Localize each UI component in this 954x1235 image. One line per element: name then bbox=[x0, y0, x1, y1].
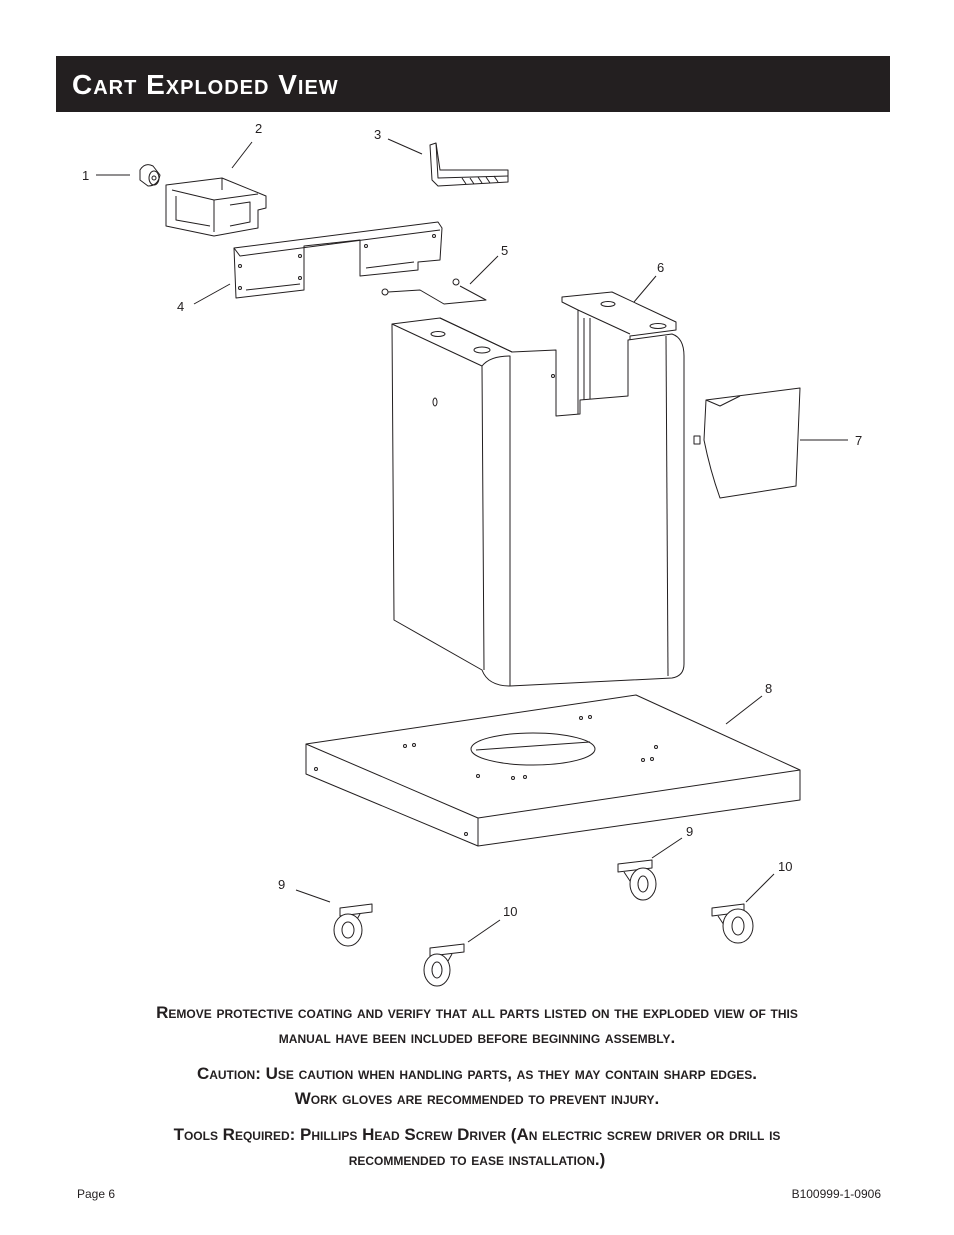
callout-4: 4 bbox=[177, 299, 184, 314]
part-2-bracket bbox=[165, 177, 267, 237]
caster-10-right bbox=[711, 903, 754, 944]
header-bar: Cart Exploded View bbox=[56, 56, 890, 112]
leader-9a bbox=[295, 889, 331, 903]
page-number: Page 6 bbox=[77, 1187, 116, 1201]
part-8-base bbox=[305, 694, 801, 847]
document-number: B100999-1-0906 bbox=[791, 1187, 881, 1201]
caster-9-left bbox=[333, 903, 373, 947]
leader-4 bbox=[193, 283, 231, 305]
part-7-panel bbox=[693, 387, 801, 499]
caster-10-left bbox=[423, 943, 465, 987]
callout-1: 1 bbox=[82, 168, 89, 183]
caution-note-line-1: Caution: Use caution when handling parts… bbox=[196, 1064, 758, 1083]
part-1-knob bbox=[139, 164, 161, 187]
callout-9-right: 9 bbox=[686, 824, 693, 839]
exploded-view-diagram: 1 2 3 4 5 6 7 8 9 9 10 10 bbox=[82, 121, 862, 987]
part-5-wire bbox=[381, 278, 487, 305]
callout-8: 8 bbox=[765, 681, 772, 696]
cart-cabinet bbox=[391, 317, 685, 687]
tools-note-line-2: recommended to ease installation.) bbox=[348, 1150, 606, 1169]
leader-5 bbox=[469, 255, 499, 285]
callout-5: 5 bbox=[501, 243, 508, 258]
callout-6: 6 bbox=[657, 260, 664, 275]
callout-10-left: 10 bbox=[503, 904, 517, 919]
callout-3: 3 bbox=[374, 127, 381, 142]
caster-9-right bbox=[617, 859, 657, 901]
part-3-bracket bbox=[429, 142, 509, 187]
tools-note-line-1: Tools Required: Phillips Head Screw Driv… bbox=[173, 1125, 781, 1144]
callout-10-right: 10 bbox=[778, 859, 792, 874]
callout-7: 7 bbox=[855, 433, 862, 448]
remove-note-line-2: manual have been included before beginni… bbox=[278, 1028, 676, 1047]
leader-6 bbox=[633, 275, 657, 303]
leader-10a bbox=[467, 919, 501, 943]
page-title: Cart Exploded View bbox=[72, 69, 339, 100]
remove-note-line-1: Remove protective coating and verify tha… bbox=[156, 1003, 798, 1022]
instructions: Remove protective coating and verify tha… bbox=[56, 1000, 898, 1172]
callout-9-left: 9 bbox=[278, 877, 285, 892]
caution-note-line-2: Work gloves are recommended to prevent i… bbox=[294, 1089, 660, 1108]
leader-10b bbox=[745, 873, 775, 903]
leader-3 bbox=[387, 138, 423, 155]
callout-2: 2 bbox=[255, 121, 262, 136]
leader-9b bbox=[651, 837, 683, 859]
leader-2 bbox=[231, 141, 253, 169]
leader-8 bbox=[725, 695, 763, 725]
part-4-rail bbox=[233, 221, 443, 299]
